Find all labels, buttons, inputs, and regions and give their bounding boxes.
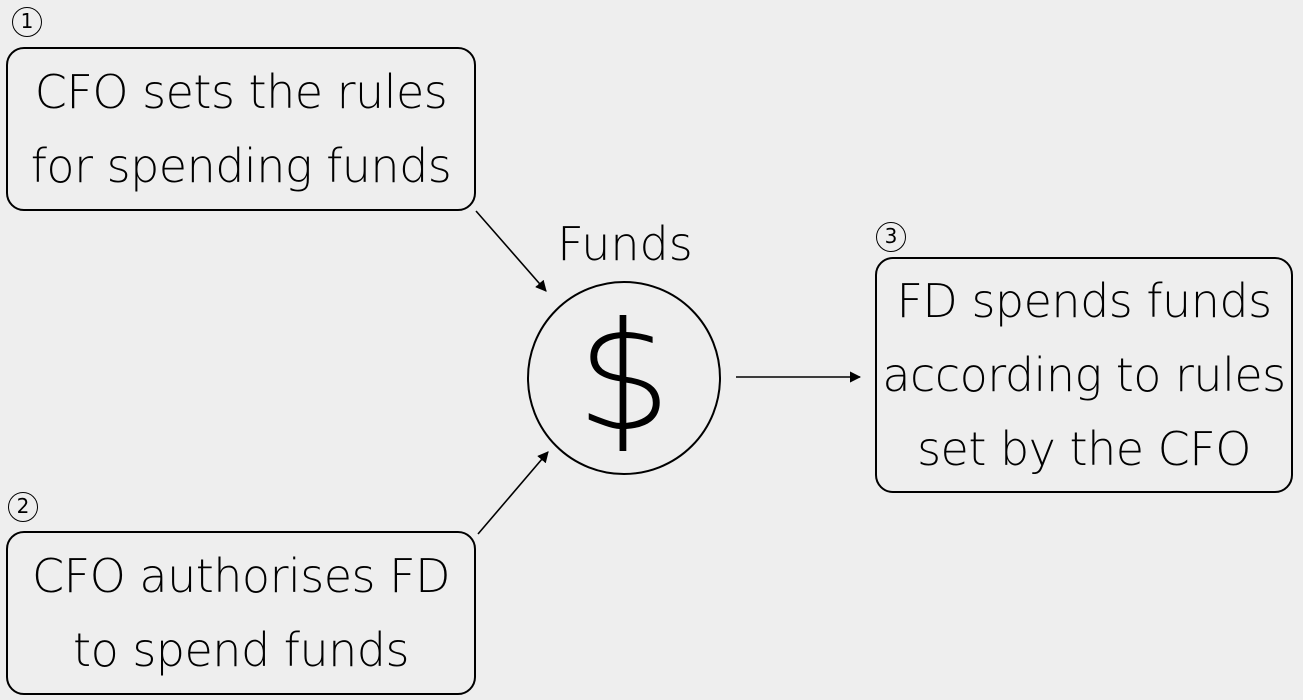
arrow-step1-to-funds xyxy=(475,210,547,292)
step-2-box: CFO authorises FD to spend funds xyxy=(6,531,476,695)
step-1-box: CFO sets the rules for spending funds xyxy=(6,47,476,211)
funds-label: Funds xyxy=(557,217,693,271)
step-1-line-1: CFO sets the rules xyxy=(34,65,448,119)
arrow-step2-to-funds xyxy=(477,451,549,535)
step-3-line-1: FD spends funds xyxy=(896,274,1272,328)
step-3-line-3: set by the CFO xyxy=(917,422,1251,476)
step-2-number: 2 xyxy=(8,492,38,522)
step-1-line-2: for spending funds xyxy=(30,139,452,193)
step-2-line-2: to spend funds xyxy=(73,623,409,677)
step-3-number: 3 xyxy=(876,222,906,252)
step-3-box: FD spends funds according to rules set b… xyxy=(875,257,1293,493)
funds-node: $ xyxy=(527,281,721,475)
step-1-number: 1 xyxy=(12,7,42,37)
dollar-icon: $ xyxy=(576,291,672,465)
step-2-line-1: CFO authorises FD xyxy=(31,549,451,603)
step-3-line-2: according to rules xyxy=(882,348,1286,402)
